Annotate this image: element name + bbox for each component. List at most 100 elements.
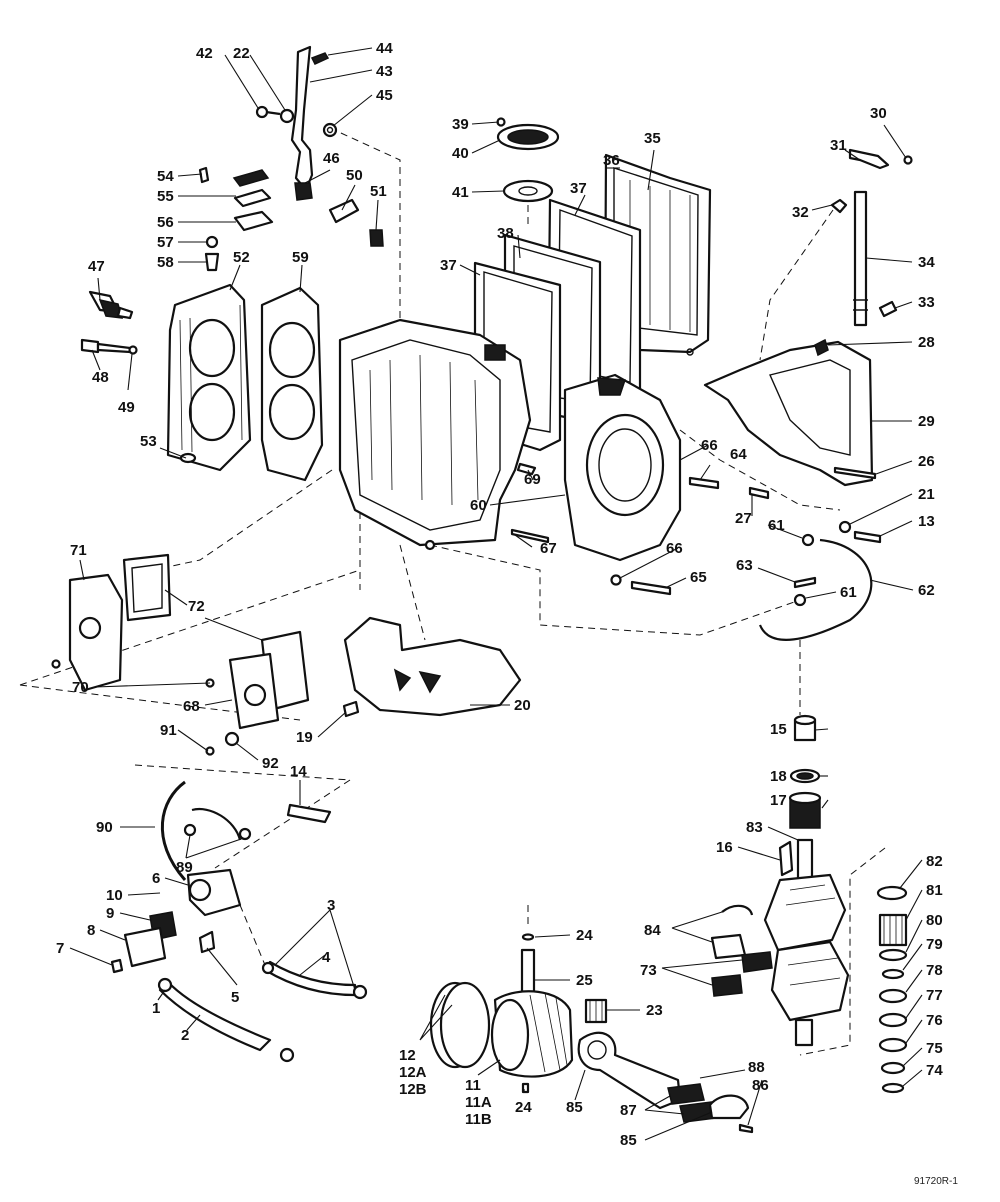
callout-80: 80	[926, 912, 943, 929]
crankshaft-upper-bearings	[778, 714, 822, 877]
callout-43: 43	[376, 63, 393, 80]
callout-11B: 11B	[465, 1111, 492, 1128]
callout-33: 33	[918, 294, 935, 311]
callout-46: 46	[323, 150, 340, 167]
callout-66-lower: 66	[666, 540, 683, 557]
callout-16: 16	[716, 839, 733, 856]
callout-61-upper: 61	[768, 517, 785, 534]
callout-25: 25	[576, 972, 593, 989]
callout-40: 40	[452, 145, 469, 162]
callout-66-upper: 66	[701, 437, 718, 454]
callout-13: 13	[918, 513, 935, 530]
callout-27: 27	[735, 510, 752, 527]
piston-and-rings	[429, 981, 574, 1094]
callout-12: 12	[399, 1047, 416, 1064]
callout-3: 3	[327, 897, 335, 914]
callout-19: 19	[296, 729, 313, 746]
callout-54: 54	[157, 168, 174, 185]
callout-77: 77	[926, 987, 943, 1004]
callout-82: 82	[926, 853, 943, 870]
callout-85-lower: 85	[620, 1132, 637, 1149]
callout-73: 73	[640, 962, 657, 979]
callout-83: 83	[746, 819, 763, 836]
callout-52: 52	[233, 249, 250, 266]
callout-labels: 42 22 44 43 45 39 40 41 35 36 37 38 37 3…	[56, 40, 958, 1187]
callout-18: 18	[770, 768, 787, 785]
crankshaft	[763, 838, 850, 1047]
small-fittings	[294, 182, 384, 247]
callout-79: 79	[926, 936, 943, 953]
callout-55: 55	[157, 188, 174, 205]
callout-42: 42	[196, 45, 213, 62]
callout-23: 23	[646, 1002, 663, 1019]
callout-29: 29	[918, 413, 935, 430]
callout-12B: 12B	[399, 1081, 427, 1098]
callout-62: 62	[918, 582, 935, 599]
callout-91: 91	[160, 722, 177, 739]
callout-17: 17	[770, 792, 787, 809]
callout-32: 32	[792, 204, 809, 221]
callout-5: 5	[231, 989, 239, 1006]
callout-8: 8	[87, 922, 95, 939]
spark-plug-and-bolts	[80, 290, 138, 355]
callout-92: 92	[262, 755, 279, 772]
lower-bearing-stack	[876, 885, 908, 1094]
callout-47: 47	[88, 258, 105, 275]
callout-74: 74	[926, 1062, 943, 1079]
callout-4: 4	[322, 949, 331, 966]
connecting-rod	[577, 1031, 754, 1134]
callout-20: 20	[514, 697, 531, 714]
callout-59: 59	[292, 249, 309, 266]
callout-63: 63	[736, 557, 753, 574]
cylinder-block	[338, 318, 682, 562]
callout-31: 31	[830, 137, 847, 154]
callout-71: 71	[70, 542, 87, 559]
exhaust-cover-plates	[473, 153, 712, 452]
callout-24-upper: 24	[576, 927, 593, 944]
callout-51: 51	[370, 183, 387, 200]
callout-65: 65	[690, 569, 707, 586]
callout-75: 75	[926, 1040, 943, 1057]
block-fasteners	[510, 462, 770, 596]
callout-60: 60	[470, 497, 487, 514]
callout-50: 50	[346, 167, 363, 184]
callout-28: 28	[918, 334, 935, 351]
callout-90: 90	[96, 819, 113, 836]
callout-67: 67	[540, 540, 557, 557]
callout-9: 9	[106, 905, 114, 922]
callout-78: 78	[926, 962, 943, 979]
callout-87: 87	[620, 1102, 637, 1119]
bleed-cover-assembly	[198, 166, 274, 272]
callout-36: 36	[603, 152, 620, 169]
callout-12A: 12A	[399, 1064, 427, 1081]
callout-69: 69	[524, 471, 541, 488]
lower-support-bracket	[342, 616, 522, 718]
callout-81: 81	[926, 882, 943, 899]
callout-49: 49	[118, 399, 135, 416]
callout-44: 44	[376, 40, 393, 57]
callout-68: 68	[183, 698, 200, 715]
fuel-pump	[110, 868, 242, 974]
callout-48: 48	[92, 369, 109, 386]
callout-15: 15	[770, 721, 787, 738]
callout-86: 86	[752, 1077, 769, 1094]
callout-37-lower: 37	[440, 257, 457, 274]
callout-30: 30	[870, 105, 887, 122]
fuel-hoses-and-clamps	[157, 960, 368, 1063]
callout-11: 11	[465, 1077, 481, 1094]
callout-64: 64	[730, 446, 747, 463]
callout-88: 88	[748, 1059, 765, 1076]
callout-70: 70	[72, 679, 89, 696]
throttle-lever-assembly	[255, 45, 338, 192]
callout-61-lower: 61	[840, 584, 857, 601]
callout-56: 56	[157, 214, 174, 231]
water-tube	[758, 533, 873, 641]
callout-58: 58	[157, 254, 174, 271]
callout-57: 57	[157, 234, 174, 251]
figure-reference-code: 91720R-1	[914, 1176, 958, 1187]
callout-7: 7	[56, 940, 64, 957]
callout-22: 22	[233, 45, 250, 62]
callout-11A: 11A	[465, 1094, 492, 1111]
